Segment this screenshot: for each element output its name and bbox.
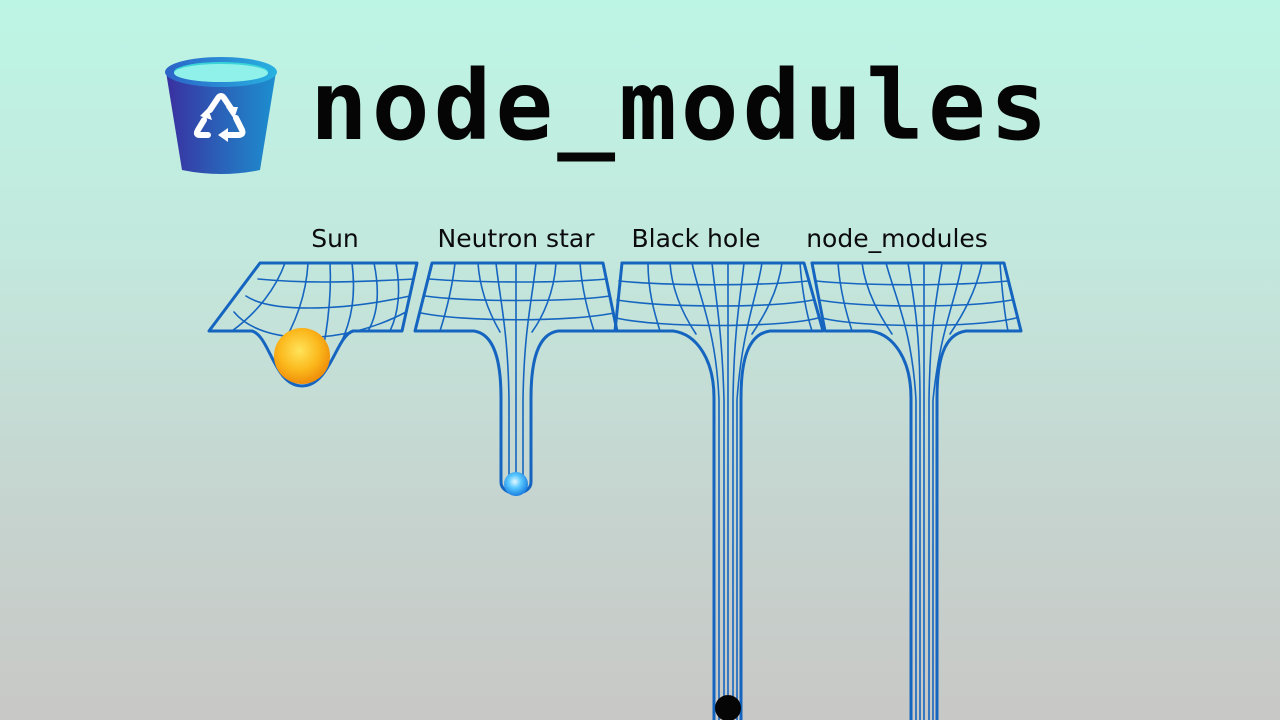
label-node-modules: node_modules (806, 224, 988, 253)
neutron-star-ball (504, 472, 528, 496)
well-black-hole (613, 261, 825, 720)
well-sun (207, 261, 419, 388)
black-hole-ball (715, 695, 741, 720)
page-title: node_modules (310, 50, 1052, 162)
label-sun: Sun (311, 224, 359, 253)
recycle-bin-icon (165, 57, 277, 174)
well-neutron-star (413, 261, 619, 495)
header: node_modules (160, 52, 1052, 176)
sun-ball (274, 328, 330, 384)
well-node-modules (810, 261, 1023, 720)
label-black-hole: Black hole (631, 224, 761, 253)
label-neutron-star: Neutron star (437, 224, 595, 253)
